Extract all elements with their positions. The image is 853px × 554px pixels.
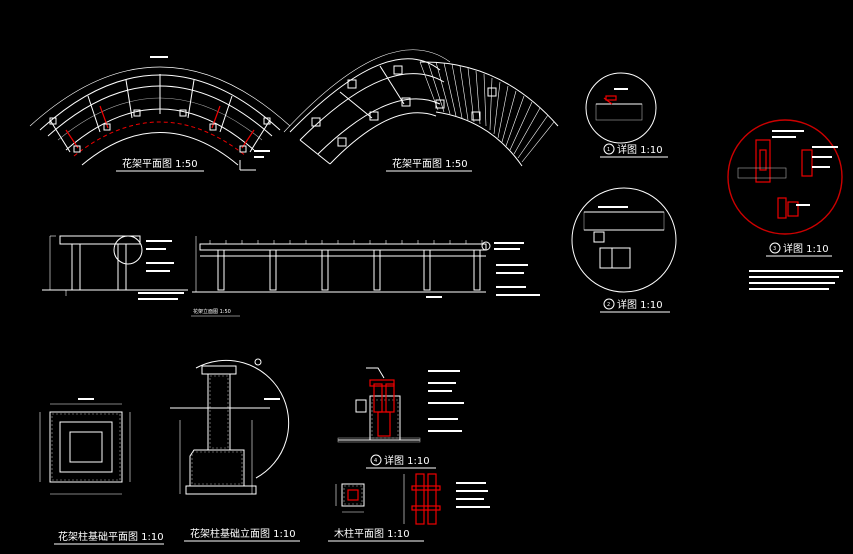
pergola-plan-a: [29, 56, 291, 171]
wood-column-plan: [335, 473, 490, 525]
base-elevation-title: 花架柱基础立面图 1:10: [190, 527, 296, 540]
detail-1-marker-text: 1: [607, 147, 610, 153]
detail-3-marker: [769, 242, 781, 254]
detail-3-circle: [727, 119, 843, 235]
detail-2-title: 详图 1:10: [617, 298, 663, 311]
detail-3-title: 详图 1:10: [783, 242, 829, 255]
plan-b-title: 花架平面图 1:50: [392, 157, 468, 170]
detail-2-circle: [571, 187, 677, 293]
detail-3-marker-text: 3: [773, 246, 776, 252]
pergola-elevation: [42, 235, 540, 300]
elevation-title: 花架立面图 1:50: [193, 308, 231, 315]
plan-a-title: 花架平面图 1:50: [122, 157, 198, 170]
column-base-plan: [39, 398, 131, 495]
detail-3-notes: [749, 270, 843, 290]
base-plan-title: 花架柱基础平面图 1:10: [58, 530, 164, 543]
wood-column-plan-title: 木柱平面图 1:10: [334, 527, 410, 540]
detail-2-marker: [603, 298, 615, 310]
pergola-plan-b: [283, 49, 559, 167]
detail-4-section: [337, 367, 464, 443]
column-base-elevation: [170, 358, 290, 495]
detail-1-title: 详图 1:10: [617, 143, 663, 156]
detail-4-marker: [370, 454, 382, 466]
detail-4-marker-text: 4: [374, 458, 377, 464]
detail-4-title: 详图 1:10: [384, 454, 430, 467]
detail-1-circle: [585, 72, 657, 144]
detail-1-marker: [603, 143, 615, 155]
detail-2-marker-text: 2: [607, 302, 610, 308]
